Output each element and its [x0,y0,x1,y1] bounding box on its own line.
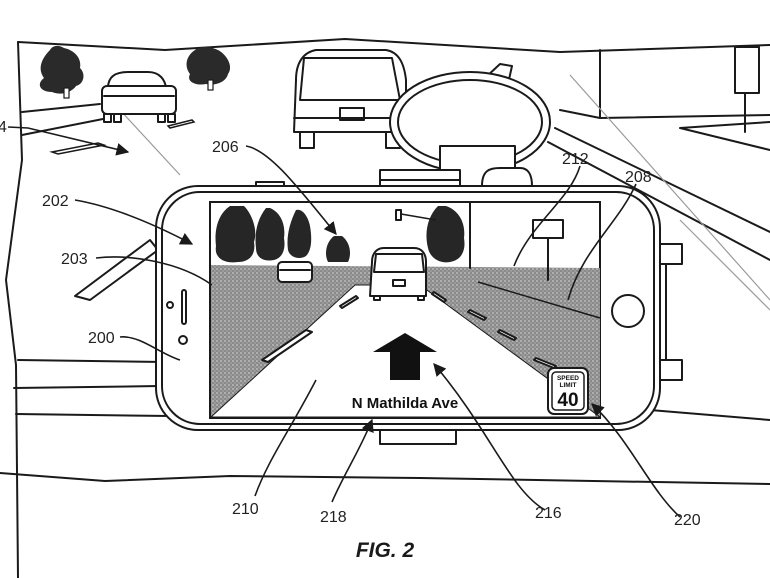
speed-limit-line2: LIMIT [560,382,577,389]
dashboard-edge-right [649,409,770,421]
displayed-traffic-light [395,209,402,221]
label-206: 206 [212,139,239,156]
home-button[interactable] [611,294,645,328]
leader-220 [591,403,681,518]
building-sign [734,46,760,94]
real-suv [293,49,407,149]
phone-screen: N Mathilda Ave SPEED LIMIT 40 [209,201,602,419]
figure-caption: FIG. 2 [356,539,415,562]
real-car-small [101,71,177,123]
displayed-lane-dashes [261,291,557,369]
glare-line-1 [119,109,181,176]
label-200: 200 [88,330,115,347]
real-tree-1 [39,45,84,99]
glare-line-3 [679,219,770,311]
label-220: 220 [674,512,701,529]
mount-clip-right-bottom [657,359,683,381]
speed-limit-line1: SPEED [557,375,579,382]
road-edge-left-1 [21,103,101,113]
street-name-overlay: N Mathilda Ave [352,395,458,412]
windshield-scene [0,38,770,578]
leader-216 [433,363,546,511]
leader-212 [513,165,581,267]
a-pillar-left [5,41,23,578]
real-lane-marking-1 [49,142,107,155]
label-204: 4 [0,119,7,136]
displayed-roadside-line [477,281,601,319]
label-203: 203 [61,251,88,268]
parking-marking [679,121,770,151]
leader-204 [7,126,130,156]
label-212: 212 [562,151,589,168]
displayed-trees [215,206,465,263]
sensor-icon [178,335,188,345]
reference-leaders [7,126,681,518]
mount-clip-right-top [657,243,683,265]
leader-203 [95,256,213,286]
displayed-traffic-light-arm [400,213,437,221]
leader-202 [74,199,194,245]
label-218: 218 [320,509,347,526]
label-210: 210 [232,501,259,518]
speaker-grille-icon [181,289,187,325]
leader-208 [567,183,637,301]
leader-218 [331,418,374,503]
dashboard-bottom-edge [0,472,770,485]
leader-200 [119,336,181,361]
leader-210 [254,379,317,497]
road-edge-left-2 [21,117,109,136]
dashboard-edge-3 [15,413,171,417]
direction-arrow-overlay [373,333,437,380]
dashboard-edge-1 [17,359,165,363]
displayed-car-small [277,261,313,283]
phone-bezel [161,191,655,425]
wiper-blade [74,239,159,301]
displayed-sign [532,219,564,239]
glare-line-2 [569,74,770,301]
speed-limit-overlay: SPEED LIMIT 40 [547,367,589,415]
dashboard-line-1 [554,127,770,233]
dashboard-line-2 [547,141,770,261]
real-tree-2 [186,47,231,91]
speed-limit-value: 40 [557,390,578,411]
displayed-suv [369,247,427,301]
label-202: 202 [42,193,69,210]
reference-numerals: 4 202 203 200 206 212 208 210 218 216 22… [0,119,701,529]
label-216: 216 [535,505,562,522]
front-camera-icon [166,301,174,309]
dashboard-edge-2 [13,385,161,389]
real-lane-marking-2 [166,119,196,129]
road-edge-right [559,109,770,119]
smartphone: N Mathilda Ave SPEED LIMIT 40 [155,181,683,445]
leader-206 [245,145,337,235]
label-208: 208 [625,169,652,186]
windshield-top-edge [17,38,770,53]
